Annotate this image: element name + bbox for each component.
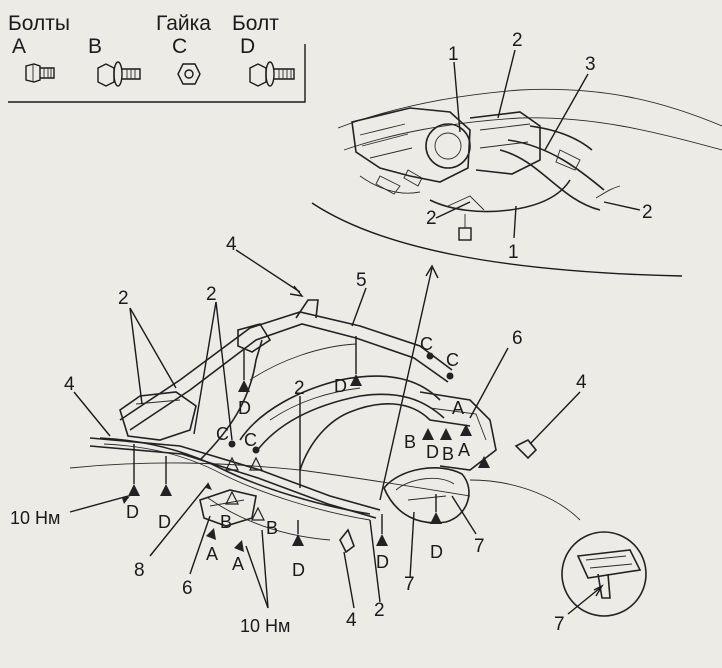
letter-d-1: D	[126, 502, 139, 522]
clip-detail-circle	[561, 531, 647, 617]
letter-a-4: A	[232, 554, 244, 574]
callout-2-center: 2	[294, 378, 305, 399]
legend-letter-b: B	[88, 35, 102, 58]
callout-4-left: 4	[64, 374, 75, 395]
letter-b-3: B	[220, 512, 232, 532]
marker-a-left	[206, 528, 216, 540]
callout-1-bottom: 1	[508, 242, 519, 263]
leader-lines	[69, 249, 581, 609]
legend-bolts-header: Болты	[8, 12, 70, 35]
bolt-markers	[128, 352, 490, 552]
torque-label-left: 10 Нм	[10, 508, 60, 528]
legend-letter-a: A	[12, 35, 26, 58]
callout-4-top: 4	[226, 234, 237, 255]
callout-2-bottom: 2	[374, 600, 385, 621]
marker-a-right	[460, 424, 472, 436]
marker-right-end	[478, 456, 490, 468]
callout-2-left: 2	[118, 288, 129, 309]
legend-bolt-header: Болт	[232, 12, 279, 35]
callout-5: 5	[356, 270, 367, 291]
clip-4-top	[295, 299, 319, 319]
torque-label-bottom: 10 Нм	[240, 616, 290, 636]
letter-a-3: A	[206, 544, 218, 564]
letter-d-6: D	[376, 552, 389, 572]
washer-bolt-icon	[97, 61, 141, 87]
callout-4-right: 4	[576, 372, 587, 393]
long-washer-bolt-icon	[249, 61, 295, 87]
letter-c-3: C	[420, 334, 433, 354]
letter-d-8: D	[426, 442, 439, 462]
callout-2-top: 2	[512, 30, 523, 51]
legend-frame	[8, 44, 306, 103]
letter-b-4: B	[266, 518, 278, 538]
vehicle-body-outline	[69, 299, 581, 554]
callout-7-detail: 7	[554, 614, 565, 635]
inset-leader	[379, 267, 433, 501]
callout-8: 8	[134, 560, 145, 581]
letter-a-2: A	[458, 440, 470, 460]
letter-c-4: C	[446, 350, 459, 370]
marker-d-top	[350, 374, 362, 386]
letter-c-1: C	[216, 424, 229, 444]
letter-b-2: B	[442, 444, 454, 464]
legend-nut-header: Гайка	[156, 12, 211, 35]
callout-1-top: 1	[448, 44, 459, 65]
nut-icon	[177, 63, 201, 85]
callouts: 2 2 4 5 4 2 6 4 8 6 4 2 7 7 7 10 Нм 10 Н…	[10, 234, 587, 636]
letter-d-4: D	[334, 376, 347, 396]
callout-6-right: 6	[512, 328, 523, 349]
marker-d-left2	[160, 484, 172, 496]
marker-d-right	[422, 428, 434, 440]
callout-7-left: 7	[404, 574, 415, 595]
letter-a-1: A	[452, 398, 464, 418]
letter-c-2: C	[244, 430, 257, 450]
letter-d-3: D	[238, 398, 251, 418]
letter-d-5: D	[292, 560, 305, 580]
engine-bay-inset: 1 2 3 2 1 2	[311, 30, 722, 277]
marker-d-left	[128, 484, 140, 496]
connector-block	[458, 227, 472, 241]
callout-3: 3	[585, 54, 596, 75]
letter-d-7: D	[430, 542, 443, 562]
legend-letter-c: C	[172, 35, 187, 58]
marker-d-mid	[238, 380, 250, 392]
flange-bolt-icon	[25, 63, 55, 83]
callout-2-inset-left: 2	[426, 208, 437, 229]
legend-letter-d: D	[240, 35, 255, 58]
marker-d-reservoir	[430, 512, 442, 524]
letter-d-2: D	[158, 512, 171, 532]
main-harness	[99, 437, 371, 515]
marker-b-right	[440, 428, 452, 440]
callout-2-center-left: 2	[206, 284, 217, 305]
callout-7-right: 7	[474, 536, 485, 557]
inset-boundary	[311, 202, 683, 277]
marker-d-bottom	[292, 534, 304, 546]
clip-detail-inset	[561, 531, 647, 617]
callout-2-inset-right: 2	[642, 202, 653, 223]
fastener-legend: Болты Гайка Болт A B C D	[8, 12, 306, 103]
callout-4-bottom: 4	[346, 610, 357, 631]
marker-a-left2	[234, 540, 244, 552]
letter-b-1: B	[404, 432, 416, 452]
marker-d-bottom2	[376, 534, 388, 546]
callout-6-left: 6	[182, 578, 193, 599]
